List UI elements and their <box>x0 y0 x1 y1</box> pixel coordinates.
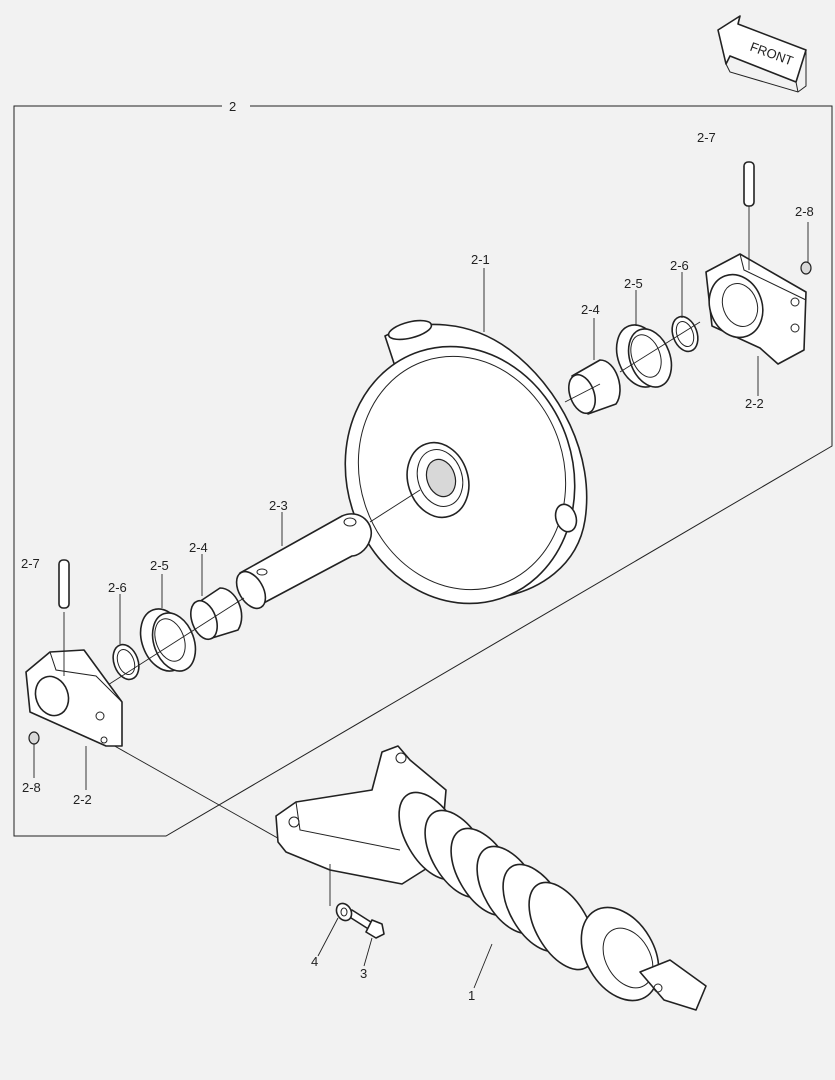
plug-left <box>28 731 40 778</box>
oring-right <box>671 315 699 353</box>
idler-wheel <box>344 319 588 605</box>
bracket-left <box>25 612 123 747</box>
pin-right <box>743 161 755 270</box>
plug-right <box>800 222 812 275</box>
seal-left <box>139 608 197 672</box>
callout-pin-left: 2-7 <box>21 556 40 571</box>
recoil-spring-assembly <box>275 745 707 1011</box>
callout-seal-left: 2-5 <box>150 558 169 573</box>
callout-bushing-left: 2-4 <box>189 540 208 555</box>
callout-bracket-right: 2-2 <box>745 396 764 411</box>
callout-oring-left: 2-6 <box>108 580 127 595</box>
callout-shaft: 2-3 <box>269 498 288 513</box>
bushing-right <box>568 359 621 415</box>
callout-bracket-left: 2-2 <box>73 792 92 807</box>
oring-left <box>99 597 245 691</box>
callout-washer: 4 <box>311 954 318 969</box>
callout-bushing-right: 2-4 <box>581 302 600 317</box>
callout-recoil-spring: 1 <box>468 988 475 1003</box>
assembly-centerline-bottom <box>103 739 291 846</box>
front-direction-arrow: FRONT <box>717 15 807 93</box>
callout-plug-left: 2-8 <box>22 780 41 795</box>
callout-bolt: 3 <box>360 966 367 981</box>
callout-leaders <box>85 268 759 989</box>
callout-oring-right: 2-6 <box>670 258 689 273</box>
bushing-left <box>190 587 243 641</box>
callout-idler-wheel: 2-1 <box>471 252 490 267</box>
callout-assembly: 2 <box>229 99 236 114</box>
shaft <box>235 489 421 610</box>
assembly-2-boundary: 2 <box>13 99 833 837</box>
callout-seal-right: 2-5 <box>624 276 643 291</box>
seal-right <box>615 324 673 388</box>
bracket-right <box>564 253 807 403</box>
washer <box>335 902 353 922</box>
callout-plug-right: 2-8 <box>795 204 814 219</box>
pin-left <box>58 559 70 609</box>
bolt <box>347 909 385 939</box>
callout-pin-right: 2-7 <box>697 130 716 145</box>
